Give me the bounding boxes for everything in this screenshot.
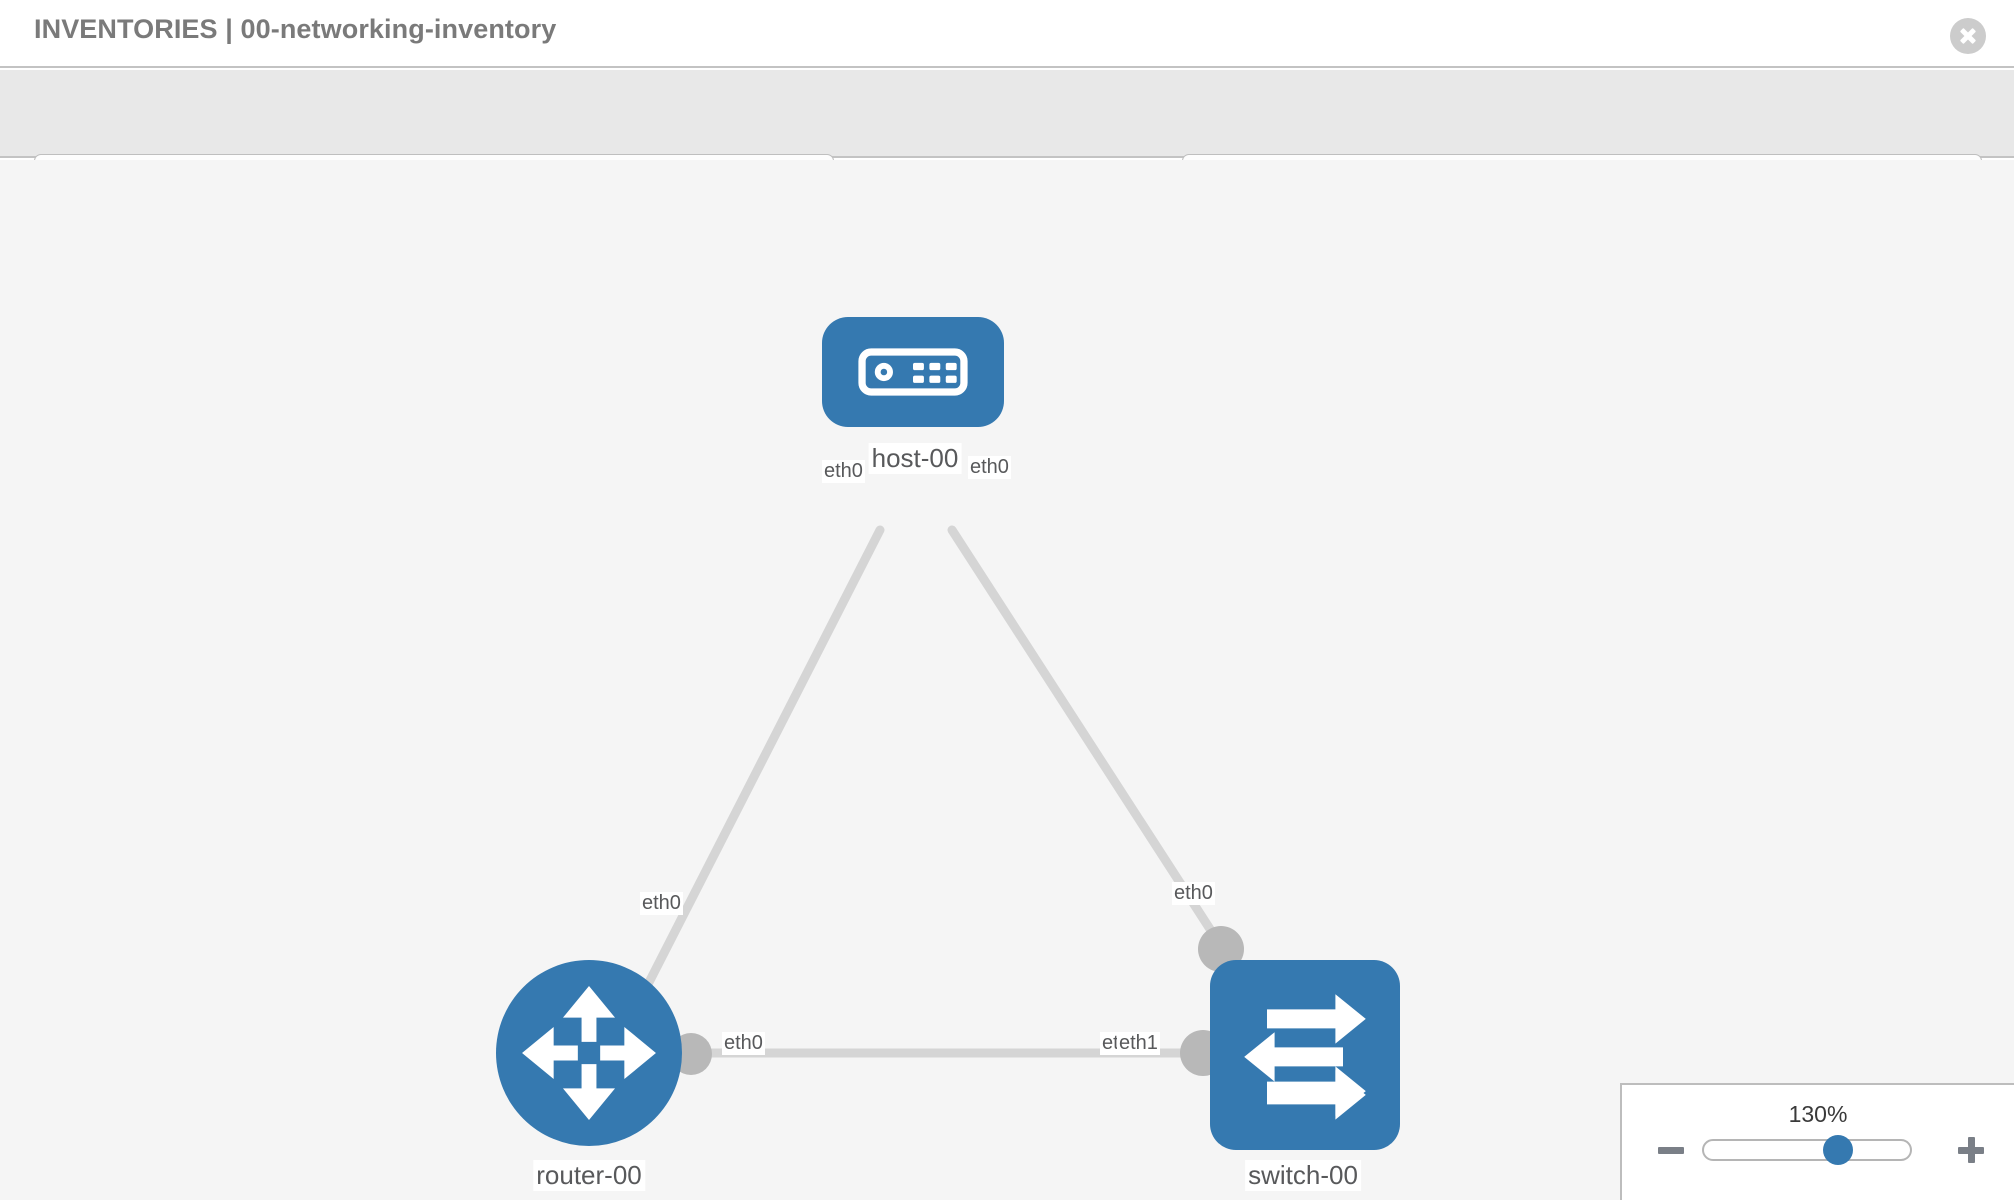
interface-label-router00-eth0-right: eth0 <box>722 1032 765 1055</box>
close-icon[interactable] <box>1950 18 1986 54</box>
zoom-in-button[interactable] <box>1958 1137 1984 1163</box>
interface-label-host00-eth0-left: eth0 <box>822 460 865 483</box>
topology-node-label-switch-00: switch-00 <box>1245 1160 1361 1191</box>
zoom-control-panel: 130% <box>1620 1083 2014 1200</box>
topology-edges <box>635 525 1235 1058</box>
topology-canvas[interactable]: host-00 eth0 eth0 router-00 eth0 eth0 <box>0 160 2014 1200</box>
zoom-percent-label: 130% <box>1788 1101 1848 1127</box>
interface-label-switch00-eth1: eth1 <box>1117 1032 1160 1055</box>
toolbar: ACTIONS SEARCH <box>0 70 2014 210</box>
topology-node-host-00[interactable] <box>822 317 1004 427</box>
server-icon <box>858 348 968 396</box>
interface-label-router00-eth0-up: eth0 <box>640 892 683 915</box>
page-header: INVENTORIES | 00-networking-inventory <box>0 0 2014 68</box>
zoom-out-button[interactable] <box>1658 1137 1684 1163</box>
edge-host00-router00 <box>635 525 885 1005</box>
switch-arrows-icon <box>1244 994 1366 1120</box>
router-arrows-icon <box>522 986 656 1120</box>
topology-node-router-00[interactable] <box>496 960 682 1146</box>
topology-node-switch-00[interactable] <box>1210 960 1400 1150</box>
interface-label-switch00-eth0-up: eth0 <box>1172 882 1215 905</box>
topology-node-label-host-00: host-00 <box>868 443 962 474</box>
zoom-slider-thumb[interactable] <box>1822 1135 1853 1165</box>
interface-label-host00-eth0-right: eth0 <box>968 456 1011 479</box>
zoom-slider[interactable] <box>1702 1135 1912 1165</box>
page-title: INVENTORIES | 00-networking-inventory <box>34 14 557 44</box>
topology-node-label-router-00: router-00 <box>533 1160 645 1191</box>
